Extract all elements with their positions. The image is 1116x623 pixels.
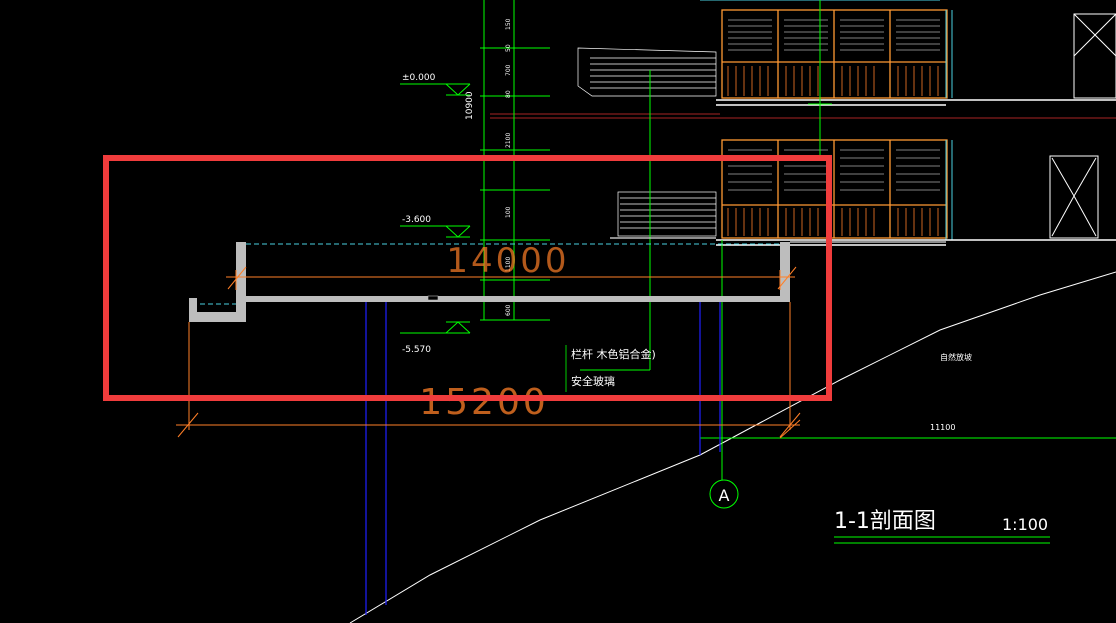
vertical-dim-values: 150 50 700 80 2100 100 1100 600 [505,18,512,316]
pool-section [189,237,946,322]
drawing-title: 1-1剖面图 [834,509,936,534]
note-glass: 安全玻璃 [571,374,615,388]
note-railing: 栏杆 木色铝合金) [571,347,656,361]
elevation-minus-5570: -5.570 [402,345,431,355]
ground-slope-line [349,271,1116,623]
vdim-text-3: 80 [505,90,512,98]
vdim-text-0: 150 [505,18,512,30]
vdim-text-6: 1100 [505,257,512,272]
elevation-zero: ±0.000 [402,73,436,83]
axis-label: A [719,486,730,505]
vdim-text-7: 600 [505,304,512,316]
vertical-total-dim: 10900 [465,91,475,120]
vdim-text-5: 100 [505,206,512,218]
drawing-scale: 1:100 [1002,515,1048,534]
foundation-piles [365,302,721,615]
dim-right-run: 11100 [930,423,955,432]
vdim-text-4: 2100 [505,133,512,148]
elevation-minus-3600: -3.600 [402,215,431,225]
highlight-box [103,155,832,401]
vdim-text-1: 50 [505,44,512,52]
note-slope: 自然放坡 [940,352,972,362]
horizontal-dimensions [176,266,801,438]
dim-pool-inner: 14000 [446,241,569,281]
dim-pool-outer: 15200 [419,382,549,423]
axis-bubble [709,479,739,509]
building-facade [490,0,1116,246]
elevation-markers: ±0.000 -3.600 -5.570 [400,73,471,355]
vertical-dimension-chain [480,0,1116,480]
vdim-text-2: 700 [505,64,512,76]
